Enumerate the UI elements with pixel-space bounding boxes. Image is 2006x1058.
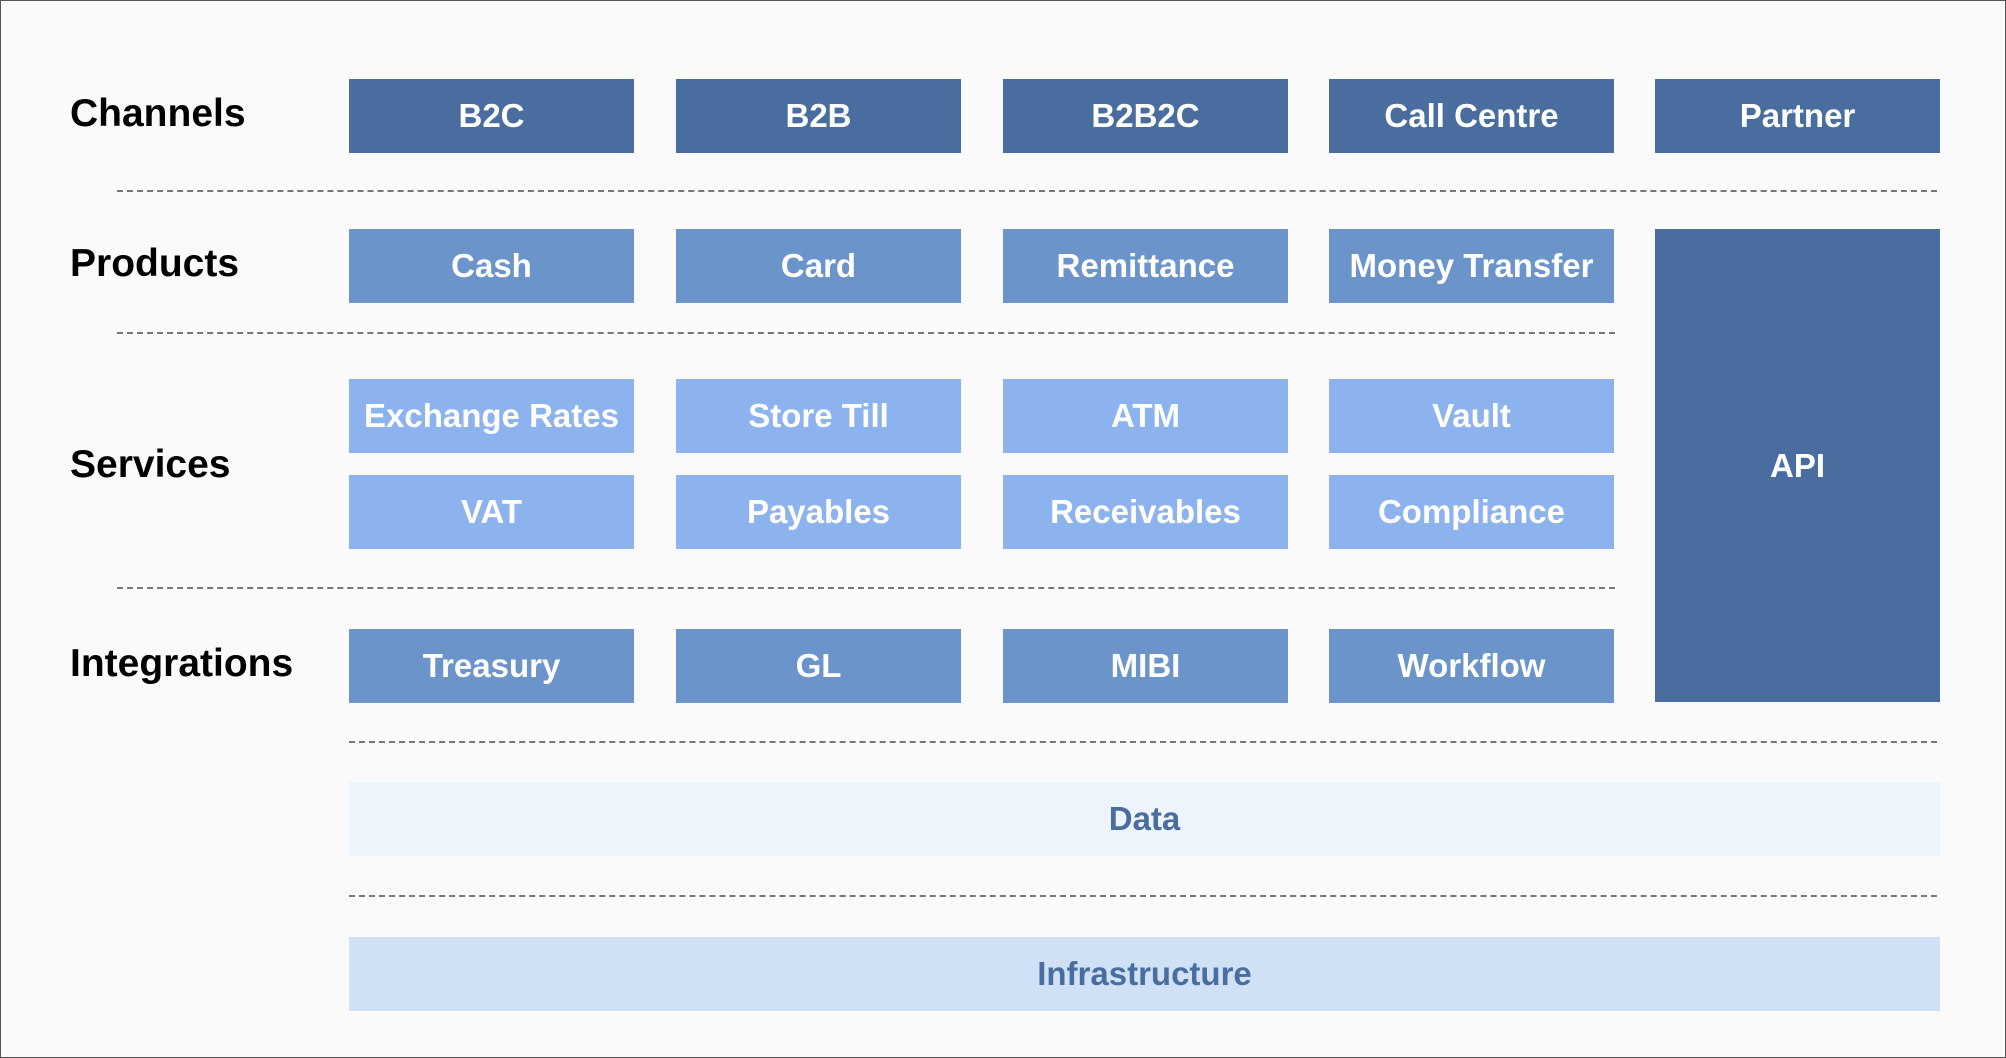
product-remittance: Remittance — [1003, 229, 1288, 303]
channel-call-centre: Call Centre — [1329, 79, 1614, 153]
service-atm: ATM — [1003, 379, 1288, 453]
integration-treasury: Treasury — [349, 629, 634, 703]
data-layer: Data — [349, 782, 1940, 856]
service-payables: Payables — [676, 475, 961, 549]
separator-data — [349, 895, 1937, 897]
service-vat: VAT — [349, 475, 634, 549]
row-label-services: Services — [70, 443, 231, 486]
integration-gl: GL — [676, 629, 961, 703]
infrastructure-layer: Infrastructure — [349, 937, 1940, 1011]
row-label-products: Products — [70, 242, 240, 285]
separator-services — [117, 587, 1615, 589]
row-label-integrations: Integrations — [70, 642, 294, 685]
service-exchange-rates: Exchange Rates — [349, 379, 634, 453]
separator-channels — [117, 190, 1937, 192]
product-cash: Cash — [349, 229, 634, 303]
service-vault: Vault — [1329, 379, 1614, 453]
product-money-transfer: Money Transfer — [1329, 229, 1614, 303]
channel-b2b: B2B — [676, 79, 961, 153]
channel-partner: Partner — [1655, 79, 1940, 153]
integration-mibi: MIBI — [1003, 629, 1288, 703]
service-receivables: Receivables — [1003, 475, 1288, 549]
channel-b2c: B2C — [349, 79, 634, 153]
api-block: API — [1655, 229, 1940, 702]
separator-products — [117, 332, 1615, 334]
integration-workflow: Workflow — [1329, 629, 1614, 703]
service-store-till: Store Till — [676, 379, 961, 453]
product-card: Card — [676, 229, 961, 303]
service-compliance: Compliance — [1329, 475, 1614, 549]
channel-b2b2c: B2B2C — [1003, 79, 1288, 153]
row-label-channels: Channels — [70, 92, 246, 135]
separator-integrations — [349, 741, 1937, 743]
